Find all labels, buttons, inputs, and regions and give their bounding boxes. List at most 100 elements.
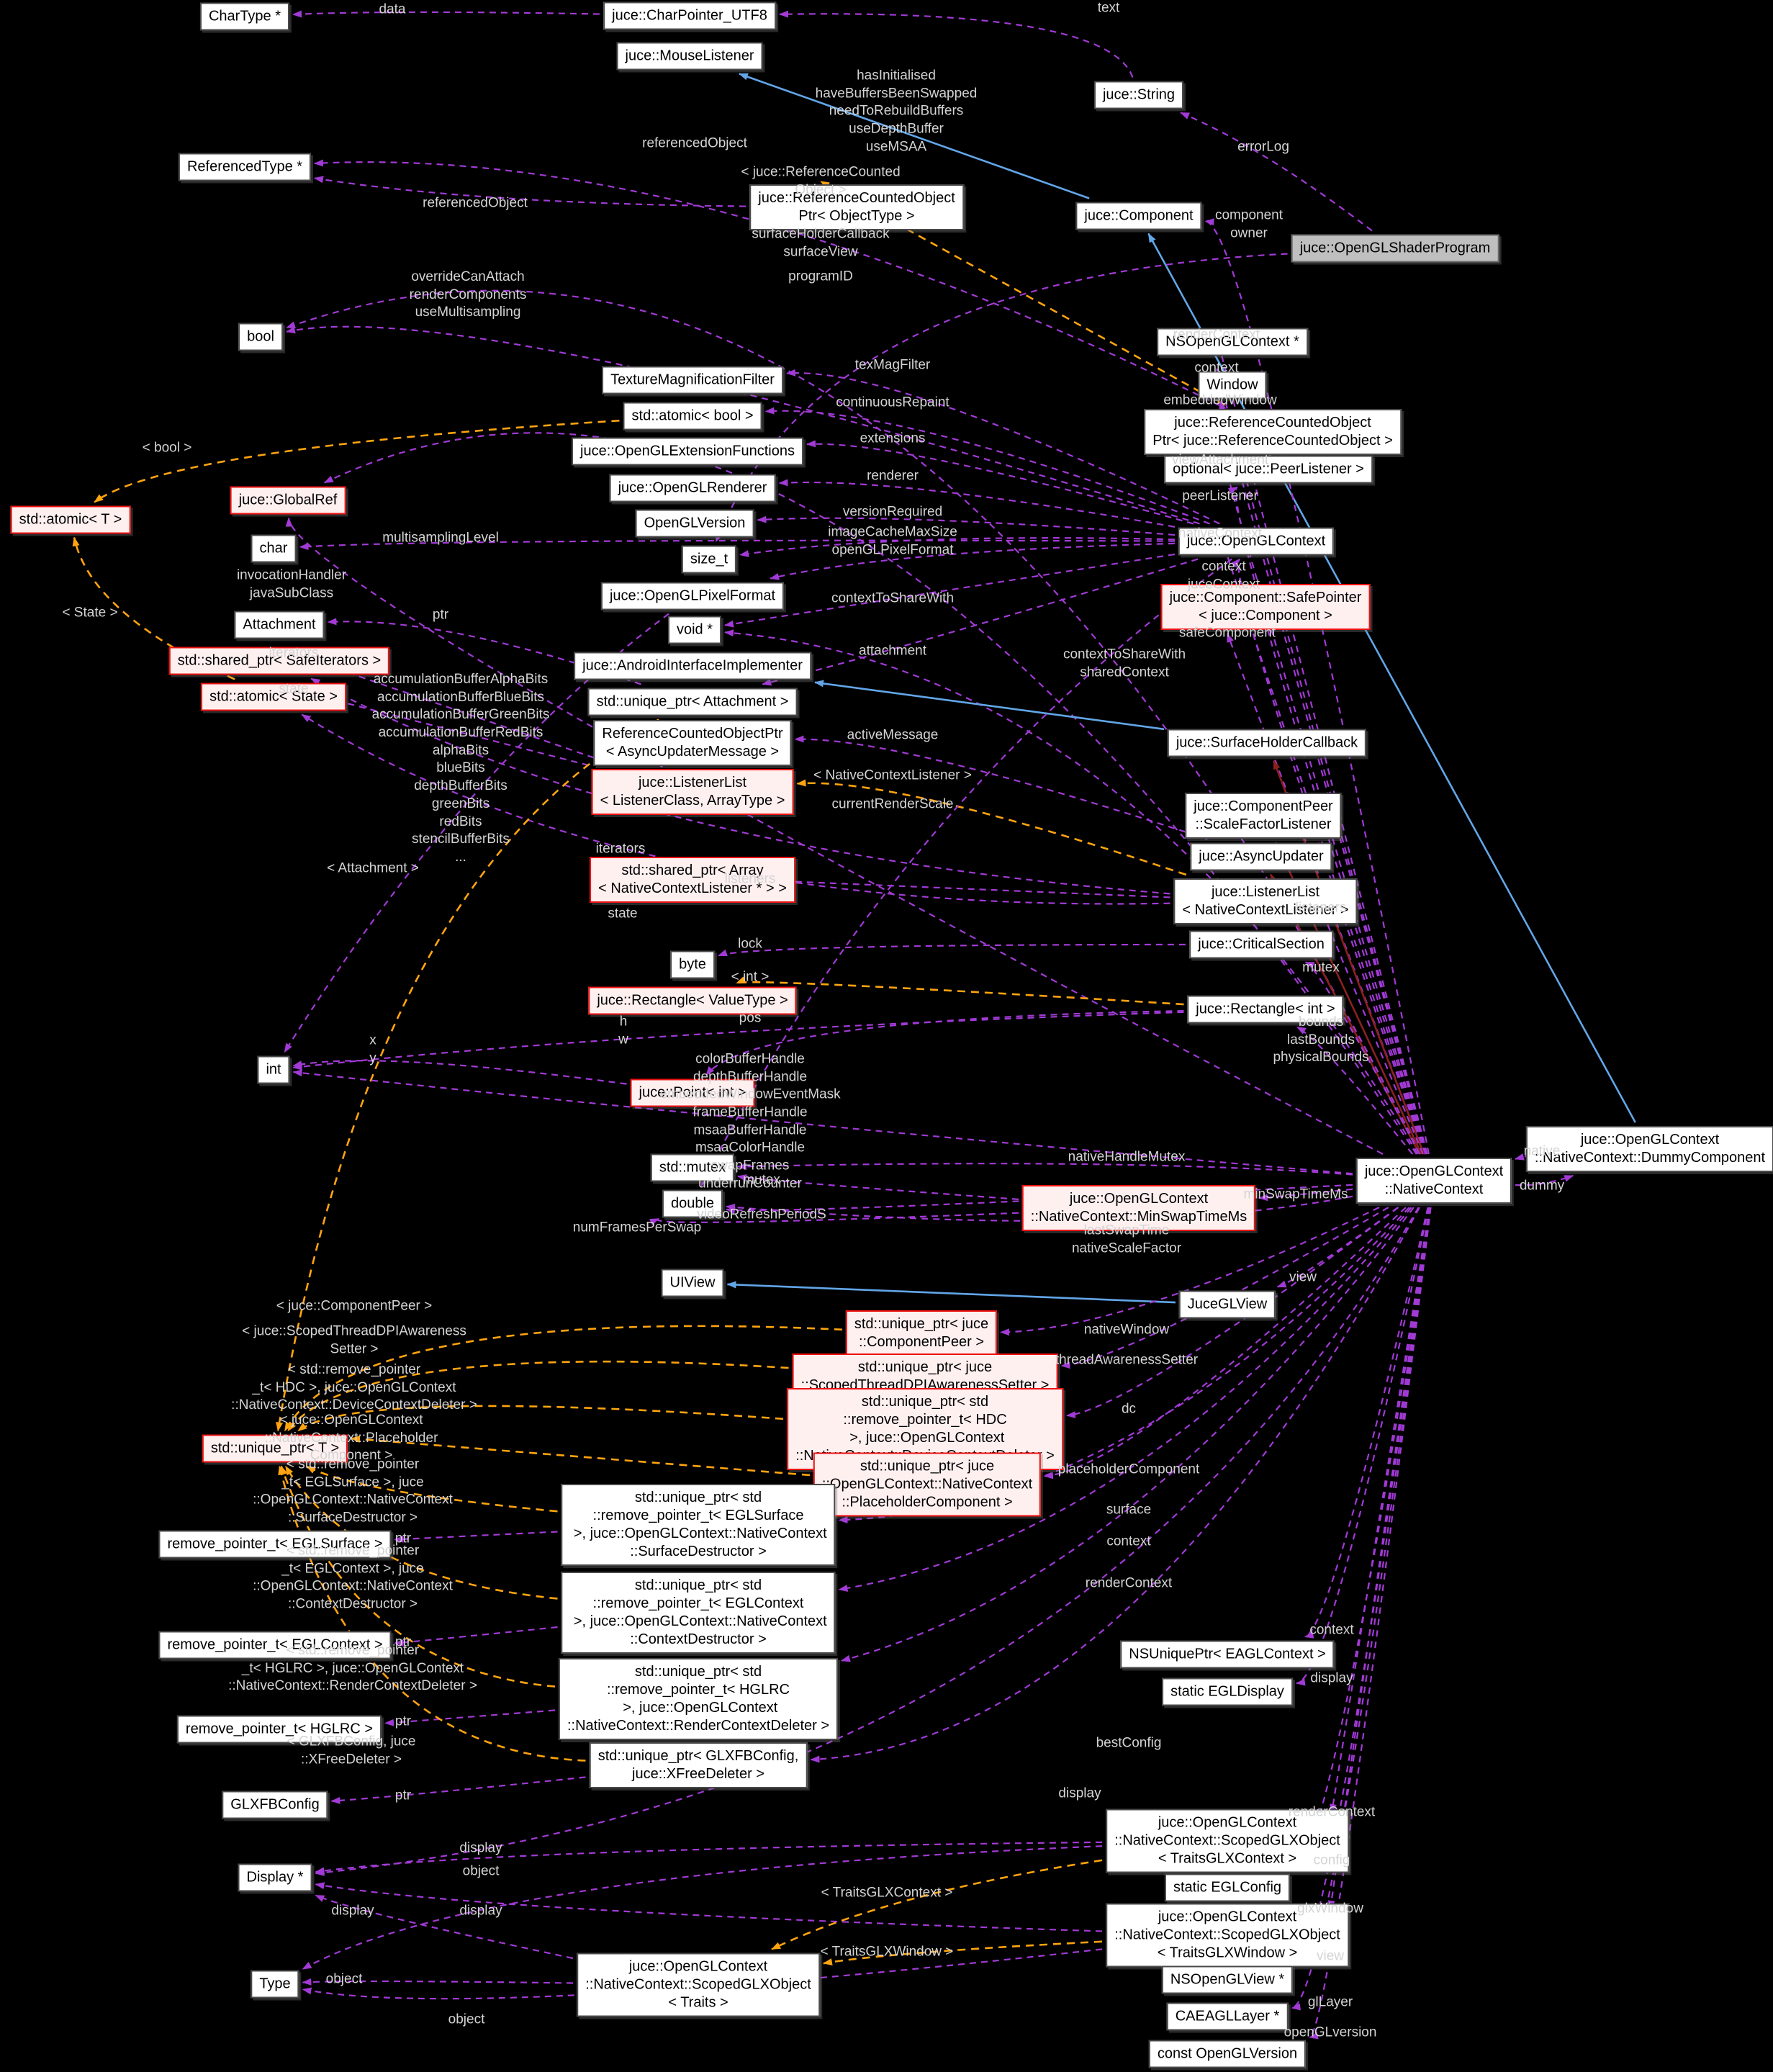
edge-nativecontext-to-uniqueptr_eglcontext	[838, 1207, 1412, 1592]
class-node-scalefactorlistener[interactable]: juce::ComponentPeer ::ScaleFactorListene…	[1185, 793, 1342, 839]
class-node-typebox[interactable]: Type	[251, 1970, 299, 1999]
class-node-uniqueptr_glxfb[interactable]: std::unique_ptr< GLXFBConfig, juce::XFre…	[589, 1742, 808, 1788]
class-node-safepointer[interactable]: juce::Component::SafePointer < juce::Com…	[1160, 584, 1371, 630]
edge-nativecontext-to-globalref	[323, 432, 1417, 1155]
edge-label-nativecontext-const_glversion: openGLversion	[1283, 2024, 1377, 2040]
class-node-uniqueptr_eglsurface[interactable]: std::unique_ptr< std ::remove_pointer_t<…	[561, 1484, 836, 1566]
class-node-label: juce::MouseListener	[625, 48, 754, 64]
class-node-glrenderer[interactable]: juce::OpenGLRenderer	[609, 474, 776, 503]
class-node-sizet[interactable]: size_t	[681, 545, 737, 574]
class-node-static_egldisplay[interactable]: static EGLDisplay	[1162, 1677, 1293, 1706]
class-node-double[interactable]: double	[662, 1189, 723, 1218]
class-node-nsopenglcontext[interactable]: NSOpenGLContext *	[1157, 328, 1308, 356]
edge-openglcontext-to-glextfns	[806, 440, 1194, 525]
class-node-texmagfilter[interactable]: TextureMagnificationFilter	[602, 366, 783, 395]
class-node-uniqueptr_t[interactable]: std::unique_ptr< T >	[202, 1434, 348, 1463]
edge-uniqueptr_componentpeer-to-uniqueptr_t	[284, 1325, 843, 1432]
class-node-criticalsection[interactable]: juce::CriticalSection	[1189, 930, 1333, 959]
class-node-atomicbool[interactable]: std::atomic< bool >	[623, 402, 762, 431]
class-node-mouselistener[interactable]: juce::MouseListener	[616, 42, 763, 71]
class-node-byte[interactable]: byte	[670, 950, 715, 979]
edge-label-nativecontext-double: videoRefreshPeriodS	[697, 1207, 826, 1222]
class-node-optional_peerlistener[interactable]: optional< juce::PeerListener >	[1164, 455, 1373, 484]
class-node-dummycomponent[interactable]: juce::OpenGLContext ::NativeContext::Dum…	[1525, 1126, 1773, 1172]
edge-atomicbool-to-atomict	[94, 419, 620, 503]
class-node-label: NSOpenGLContext *	[1165, 333, 1299, 350]
class-node-charpointer[interactable]: juce::CharPointer_UTF8	[603, 1, 776, 30]
class-node-point_int[interactable]: juce::Point< int >	[630, 1078, 755, 1107]
edge-nativecontext-to-scopedglx_window	[1327, 1207, 1431, 1910]
class-node-window[interactable]: Window	[1198, 371, 1267, 400]
edge-label-openglcontext-atomicbool: continuousRepaint	[836, 395, 949, 410]
class-node-scopedglx_traits[interactable]: juce::OpenGLContext ::NativeContext::Sco…	[577, 1952, 820, 2017]
edge-uniqueptr_hglrc-to-uniqueptr_t	[280, 1465, 556, 1688]
class-node-sharedptr_safeiterators[interactable]: std::shared_ptr< SafeIterators >	[168, 647, 390, 675]
edge-label-uniqueptr_glxfb-uniqueptr_t: < GLXFBConfig, juce ::XFreeDeleter >	[287, 1734, 416, 1767]
class-node-uniqueptr_componentpeer[interactable]: std::unique_ptr< juce ::ComponentPeer >	[845, 1310, 998, 1356]
class-node-label: remove_pointer_t< HGLRC >	[185, 1721, 374, 1737]
class-node-androidimpl[interactable]: juce::AndroidInterfaceImplementer	[574, 652, 811, 680]
class-node-minswaptime[interactable]: juce::OpenGLContext ::NativeContext::Min…	[1021, 1185, 1256, 1231]
class-node-glpixelformat[interactable]: juce::OpenGLPixelFormat	[600, 582, 785, 611]
class-node-refcountedptr_async[interactable]: ReferenceCountedObjectPtr < AsyncUpdater…	[593, 720, 792, 766]
edge-label-scopedglx_traits-displayptr: display	[331, 1903, 374, 1919]
class-node-uniqueptr_hglrc[interactable]: std::unique_ptr< std ::remove_pointer_t<…	[558, 1658, 839, 1740]
class-node-atomict[interactable]: std::atomic< T >	[10, 505, 131, 534]
class-node-sharedptr_array[interactable]: std::shared_ptr< Array < NativeContextLi…	[590, 857, 795, 903]
class-node-label: juce::String	[1102, 86, 1176, 103]
class-node-stdmutex[interactable]: std::mutex	[650, 1153, 735, 1182]
edge-label-nativecontext-static_eglconfig: config	[1313, 1852, 1350, 1868]
class-node-uniqueptr_eglcontext[interactable]: std::unique_ptr< std ::remove_pointer_t<…	[561, 1572, 836, 1654]
class-node-referencedtype[interactable]: ReferencedType *	[178, 153, 312, 181]
class-node-label: Attachment	[243, 616, 316, 633]
class-node-component[interactable]: juce::Component	[1075, 202, 1202, 230]
class-node-charbox[interactable]: char	[251, 534, 297, 563]
class-node-remove_eglsurface[interactable]: remove_pointer_t< EGLSurface >	[158, 1530, 392, 1559]
class-node-label: static EGLConfig	[1173, 1879, 1282, 1896]
class-node-displayptr[interactable]: Display *	[238, 1863, 312, 1892]
edge-charpointer-to-chartype	[292, 10, 600, 18]
class-node-atomicstate[interactable]: std::atomic< State >	[201, 683, 346, 711]
class-node-attachment_box[interactable]: Attachment	[234, 611, 325, 639]
edge-label-scopedglx_context-displayptr: display	[459, 1840, 502, 1856]
class-node-caeagllayer[interactable]: CAEAGLLayer *	[1166, 2002, 1289, 2031]
edge-refcountedptr_objtype-to-referencedtype	[314, 176, 746, 207]
class-node-nsopenglview[interactable]: NSOpenGLView *	[1161, 1965, 1294, 1994]
class-node-rect_valuetype[interactable]: juce::Rectangle< ValueType >	[588, 986, 797, 1015]
class-node-glextfns[interactable]: juce::OpenGLExtensionFunctions	[572, 437, 803, 466]
class-node-remove_eglcontext[interactable]: remove_pointer_t< EGLContext >	[158, 1631, 392, 1659]
class-node-chartype[interactable]: CharType *	[199, 2, 290, 31]
class-node-label: std::atomic< State >	[209, 688, 338, 705]
edge-openglcontext-to-atomicbool	[764, 407, 1210, 525]
class-node-shaderprogram[interactable]: juce::OpenGLShaderProgram	[1291, 234, 1499, 263]
class-node-remove_hglrc[interactable]: remove_pointer_t< HGLRC >	[176, 1715, 382, 1744]
class-node-listenerlist_generic[interactable]: juce::ListenerList < ListenerClass, Arra…	[591, 769, 794, 815]
class-node-juceglview[interactable]: JuceGLView	[1178, 1290, 1276, 1319]
class-node-refcountedptr_objtype[interactable]: juce::ReferenceCountedObject Ptr< Object…	[749, 184, 964, 230]
class-node-uniqueptr_placeholder[interactable]: std::unique_ptr< juce ::OpenGLContext::N…	[813, 1452, 1042, 1517]
class-node-const_glversion[interactable]: const OpenGLVersion	[1148, 2040, 1307, 2068]
class-node-uniqueptr_attachment[interactable]: std::unique_ptr< Attachment >	[587, 688, 798, 716]
class-node-asyncupdater[interactable]: juce::AsyncUpdater	[1190, 842, 1332, 871]
class-node-glversion[interactable]: OpenGLVersion	[635, 509, 754, 538]
class-node-uiview[interactable]: UIView	[661, 1269, 724, 1297]
class-node-rect_int[interactable]: juce::Rectangle< int >	[1187, 995, 1344, 1024]
class-node-intbox[interactable]: int	[257, 1055, 290, 1084]
class-node-globalref[interactable]: juce::GlobalRef	[230, 486, 346, 515]
class-node-surfaceholder[interactable]: juce::SurfaceHolderCallback	[1167, 729, 1367, 757]
edge-dummycomponent-to-component	[1147, 233, 1636, 1123]
edge-label-nativecontext-double: lastSwapTime nativeScaleFactor	[1071, 1222, 1182, 1256]
class-node-scopedglx_context[interactable]: juce::OpenGLContext ::NativeContext::Sco…	[1106, 1809, 1349, 1873]
class-node-static_eglconfig[interactable]: static EGLConfig	[1164, 1873, 1291, 1902]
class-node-bool[interactable]: bool	[238, 323, 283, 351]
edge-nativecontext-to-const_glversion	[1309, 1207, 1432, 2040]
edge-label-charpointer-chartype: data	[379, 1, 406, 17]
class-node-string[interactable]: juce::String	[1093, 81, 1184, 109]
class-node-refcountedptr_refcounted[interactable]: juce::ReferenceCountedObject Ptr< juce::…	[1144, 409, 1402, 455]
class-node-glxfbconfig[interactable]: GLXFBConfig	[222, 1791, 328, 1819]
class-node-nativecontext[interactable]: juce::OpenGLContext ::NativeContext	[1355, 1158, 1512, 1204]
edge-label-refcountedptr_objtype-referencedtype: referencedObject	[423, 195, 528, 211]
edge-nativecontext-to-uniqueptr_hglrc	[841, 1207, 1415, 1662]
class-node-nsuniqueptr[interactable]: NSUniquePtr< EAGLContext >	[1120, 1640, 1335, 1669]
class-node-voidptr[interactable]: void *	[667, 616, 722, 644]
